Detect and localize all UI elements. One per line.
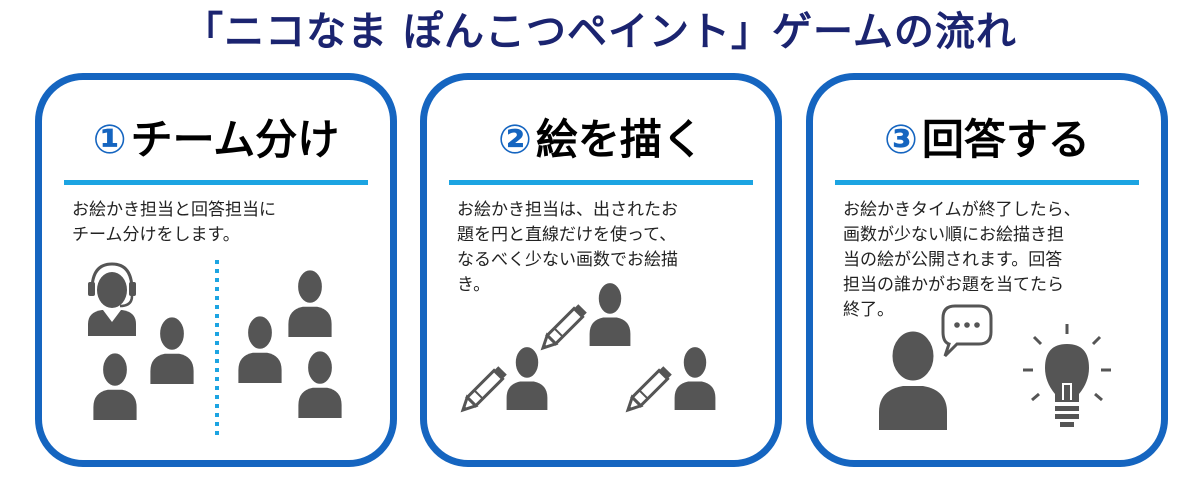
person-icon <box>92 351 138 422</box>
step-card-team-split: ① チーム分け お絵かき担当と回答担当に チーム分けをします。 <box>35 73 397 467</box>
headset-person-icon <box>88 262 136 336</box>
step-title: 回答する <box>921 115 1090 164</box>
person-icon <box>149 315 195 386</box>
heading-divider <box>449 180 753 185</box>
step-heading: ② 絵を描く <box>427 110 775 170</box>
step-number: ① <box>92 117 127 163</box>
answer-illustration <box>879 304 1111 430</box>
speech-bubble-icon <box>941 304 993 358</box>
step-number: ③ <box>884 117 918 163</box>
lightbulb-icon <box>1023 324 1111 427</box>
step-card-draw: ② 絵を描く お絵かき担当は、出されたお 題を円と直線だけを使って、 なるべく少… <box>420 73 782 467</box>
drawing-illustration <box>457 281 717 416</box>
person-icon <box>673 345 717 412</box>
person-icon <box>297 349 343 420</box>
person-icon <box>287 268 333 339</box>
person-icon <box>588 281 632 348</box>
speaking-person-icon <box>879 328 947 430</box>
step-heading: ① チーム分け <box>42 110 390 170</box>
step-title: 絵を描く <box>535 115 704 164</box>
team-split-illustration <box>88 260 343 440</box>
heading-divider <box>64 180 368 185</box>
step-title: チーム分け <box>130 115 340 164</box>
step-description: お絵かき担当と回答担当に チーム分けをします。 <box>72 200 276 245</box>
step-number: ② <box>498 117 532 163</box>
pencil-icon <box>622 364 674 416</box>
step-description: お絵かきタイムが終了したら、 画数が少ない順にお絵描き担 当の絵が公開されます。… <box>843 200 1081 320</box>
person-icon <box>505 345 549 412</box>
step-description: お絵かき担当は、出されたお 題を円と直線だけを使って、 なるべく少ない画数でお絵… <box>457 200 678 295</box>
person-icon <box>237 314 283 385</box>
pencil-icon <box>537 302 589 354</box>
pencil-icon <box>457 364 509 416</box>
heading-divider <box>835 180 1139 185</box>
step-heading: ③ 回答する <box>813 110 1161 170</box>
step-card-answer: ③ 回答する お絵かきタイムが終了したら、 画数が少ない順にお絵描き担 当の絵が… <box>806 73 1168 467</box>
page-title: 「ニコなま ぽんこつペイント」ゲームの流れ <box>183 9 1017 55</box>
